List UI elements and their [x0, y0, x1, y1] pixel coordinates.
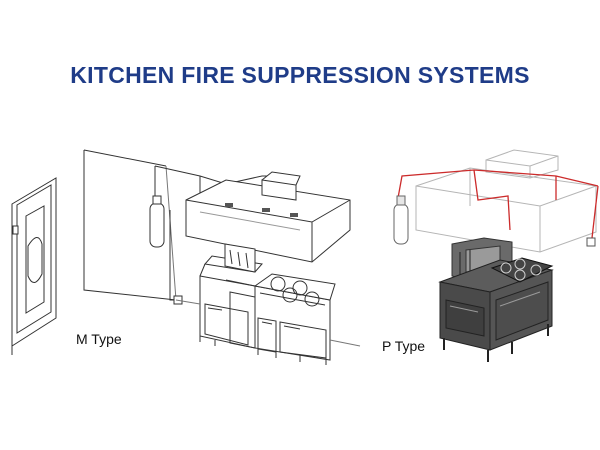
p-cylinder	[393, 195, 409, 245]
floor-line	[175, 299, 361, 347]
m-range	[199, 273, 336, 365]
wall	[83, 149, 177, 301]
m-type-kitchen	[11, 149, 361, 365]
p-type-kitchen	[393, 149, 599, 362]
p-type-label: P Type	[382, 338, 426, 354]
m-type-label: M Type	[76, 331, 122, 347]
page-title: KITCHEN FIRE SUPPRESSION SYSTEMS	[70, 62, 530, 88]
door	[11, 177, 57, 355]
p-hood	[415, 149, 597, 253]
m-cylinder	[149, 195, 165, 248]
p-range	[438, 257, 554, 362]
p-pipework	[397, 169, 599, 239]
m-hood	[185, 171, 351, 263]
p-pull-station	[586, 237, 596, 247]
m-fryer	[199, 243, 263, 349]
